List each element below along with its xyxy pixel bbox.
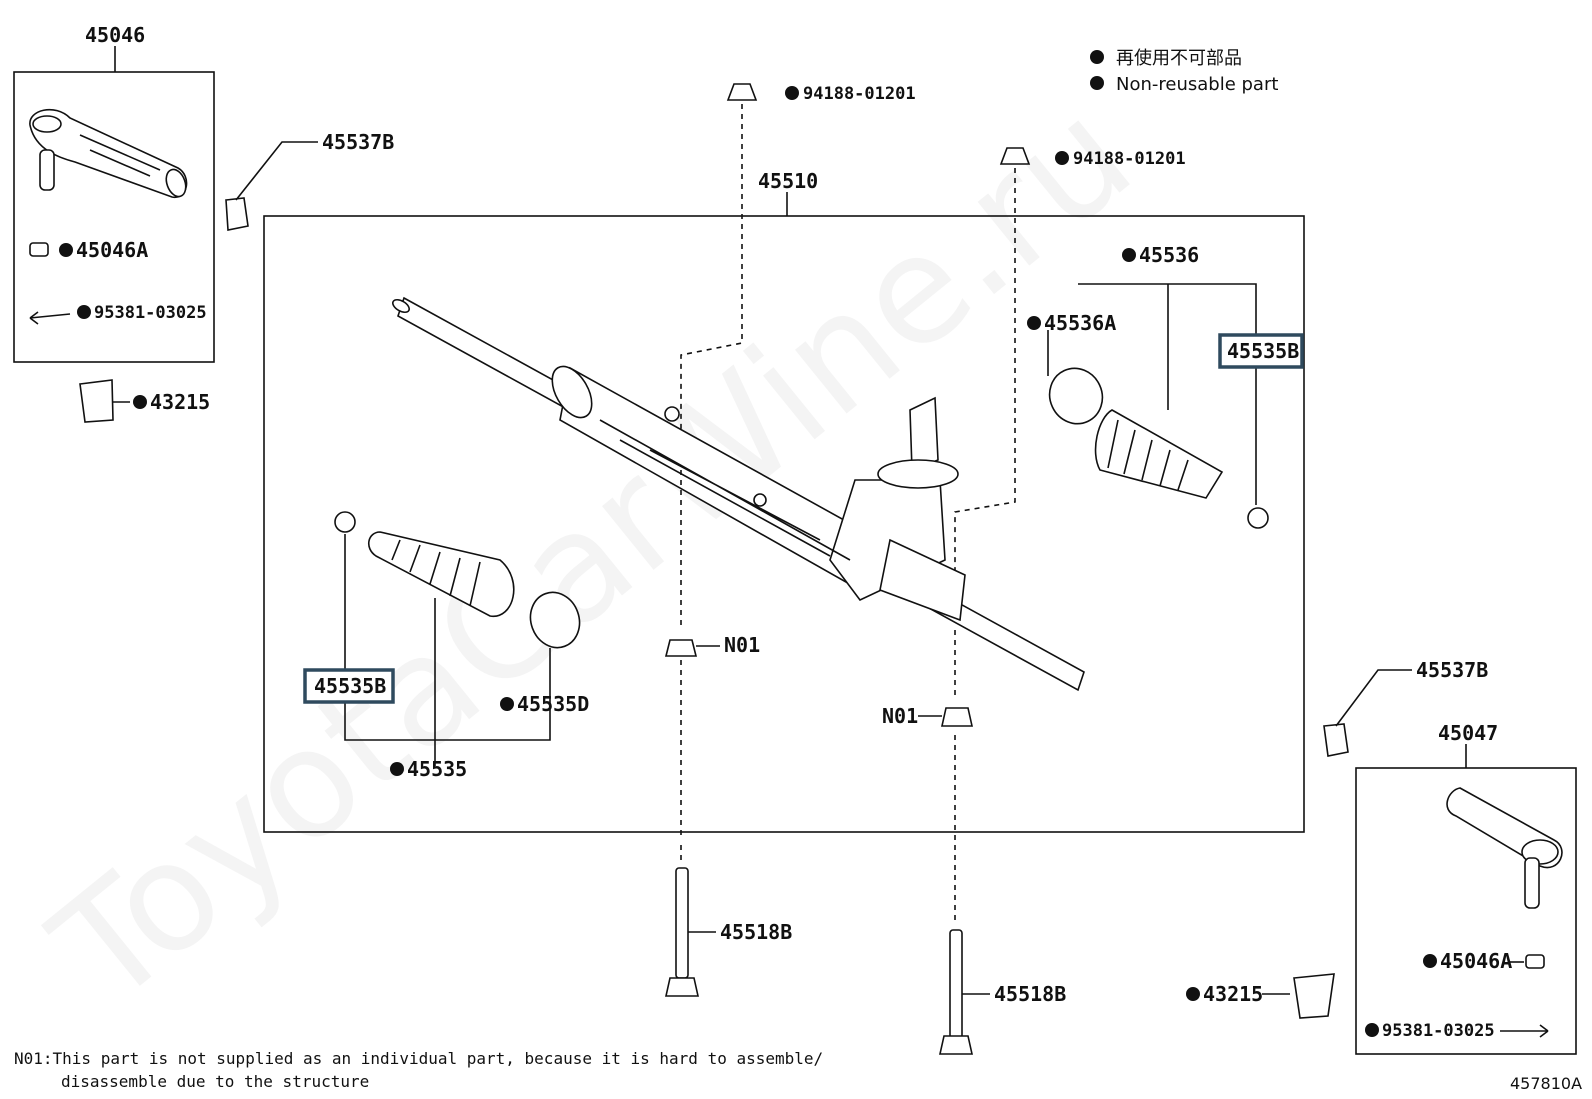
footnote-line1: N01:This part is not supplied as an indi…: [14, 1049, 823, 1068]
tie-rod-end-left-box: [13, 71, 215, 363]
non-reusable-bullet-icon: [1090, 76, 1104, 90]
label-95381-right[interactable]: 95381-03025: [1382, 1021, 1495, 1041]
label-43215-left[interactable]: 43215: [150, 390, 210, 414]
label-45510[interactable]: 45510: [758, 169, 818, 193]
label-45046A-left[interactable]: 45046A: [76, 238, 148, 262]
nut-94188-b-icon: [999, 147, 1031, 165]
steering-rack-icon: [392, 296, 1085, 692]
dust-cover-right-icon: [1293, 973, 1335, 1019]
nut-left-icon: [29, 242, 49, 257]
label-N01-b[interactable]: N01: [882, 704, 918, 728]
label-94188-a[interactable]: 94188-01201: [803, 84, 916, 104]
figure-id: 457810A: [1510, 1074, 1582, 1093]
watermark: ToyotaCarWine.ru: [22, 68, 1163, 1038]
label-45535[interactable]: 45535: [407, 757, 467, 781]
label-45046[interactable]: 45046: [85, 23, 145, 47]
clip-45537B-left-icon: [225, 197, 249, 231]
label-45535B-right[interactable]: 45535B: [1227, 339, 1299, 363]
highlight-45535B-right: [1218, 333, 1304, 369]
legend-japanese: 再使用不可部品: [1116, 48, 1242, 69]
label-45047[interactable]: 45047: [1438, 721, 1498, 745]
dust-cover-left-icon: [79, 379, 114, 423]
label-45537B-left[interactable]: 45537B: [322, 130, 394, 154]
label-45518B-left[interactable]: 45518B: [720, 920, 792, 944]
n01-nut-a-icon: [664, 639, 698, 657]
clip-45537B-right-icon: [1323, 723, 1349, 757]
highlight-45535B-left: [303, 668, 395, 704]
bolt-45518B-right-icon: [939, 929, 973, 1055]
n01-nut-b-icon: [941, 707, 973, 727]
clip-45535B-left-icon: [334, 511, 356, 533]
label-N01-a[interactable]: N01: [724, 633, 760, 657]
label-94188-b[interactable]: 94188-01201: [1073, 149, 1186, 169]
label-45537B-right[interactable]: 45537B: [1416, 658, 1488, 682]
label-45536[interactable]: 45536: [1139, 243, 1199, 267]
label-45535B-left[interactable]: 45535B: [314, 674, 386, 698]
label-45535D[interactable]: 45535D: [517, 692, 589, 716]
footnote-line2: disassemble due to the structure: [61, 1072, 369, 1091]
non-reusable-bullet-icon: [1090, 50, 1104, 64]
cotter-pin-left-icon: [29, 311, 71, 325]
label-45518B-right[interactable]: 45518B: [994, 982, 1066, 1006]
boot-45536-icon: [1094, 409, 1224, 499]
cotter-pin-right-icon: [1500, 1024, 1549, 1038]
tie-rod-end-left-icon: [29, 109, 188, 198]
nut-right-icon: [1525, 954, 1545, 969]
label-45046A-right[interactable]: 45046A: [1440, 949, 1512, 973]
label-95381-left[interactable]: 95381-03025: [94, 303, 207, 323]
label-43215-right[interactable]: 43215: [1203, 982, 1263, 1006]
steering-gear-assembly-box: [263, 215, 1305, 833]
ring-45535D-icon: [529, 591, 581, 649]
tie-rod-end-right-icon: [1446, 787, 1563, 909]
nut-94188-a-icon: [726, 83, 758, 101]
label-45536A[interactable]: 45536A: [1044, 311, 1116, 335]
clip-45535B-right-icon: [1247, 507, 1269, 529]
boot-45535-icon: [368, 531, 515, 617]
clamp-45536A-icon: [1048, 367, 1104, 425]
bolt-45518B-left-icon: [665, 867, 699, 997]
legend: 再使用不可部品 Non-reusable part: [1090, 48, 1278, 95]
legend-english: Non-reusable part: [1116, 74, 1278, 95]
